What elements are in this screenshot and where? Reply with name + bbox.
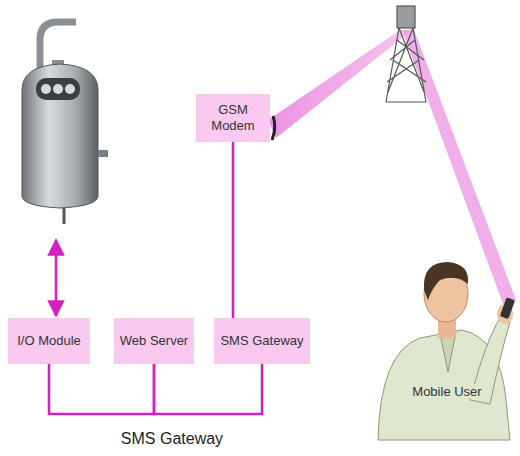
bus-wire — [49, 364, 154, 414]
radio-beam — [268, 30, 412, 138]
process-box: I/O Module — [8, 318, 90, 364]
bus-wire — [232, 142, 235, 318]
radio-beam — [402, 30, 516, 312]
process-box: GSM Modem — [196, 94, 270, 142]
tank-illustration — [22, 22, 108, 224]
box-label: Web Server — [120, 333, 188, 349]
process-box: SMS Gateway — [214, 318, 310, 364]
bus-wire — [154, 364, 262, 414]
figure-caption: SMS Gateway — [72, 430, 272, 448]
box-label: GSM Modem — [201, 102, 265, 134]
modem-antenna — [272, 116, 275, 140]
figure-label: Mobile User — [405, 384, 489, 399]
mobile-user-figure — [378, 262, 515, 440]
box-label: SMS Gateway — [220, 333, 303, 349]
cell-tower — [386, 6, 426, 102]
process-box: Web Server — [114, 318, 194, 364]
box-label: I/O Module — [17, 333, 81, 349]
signal-arrow — [55, 240, 58, 316]
